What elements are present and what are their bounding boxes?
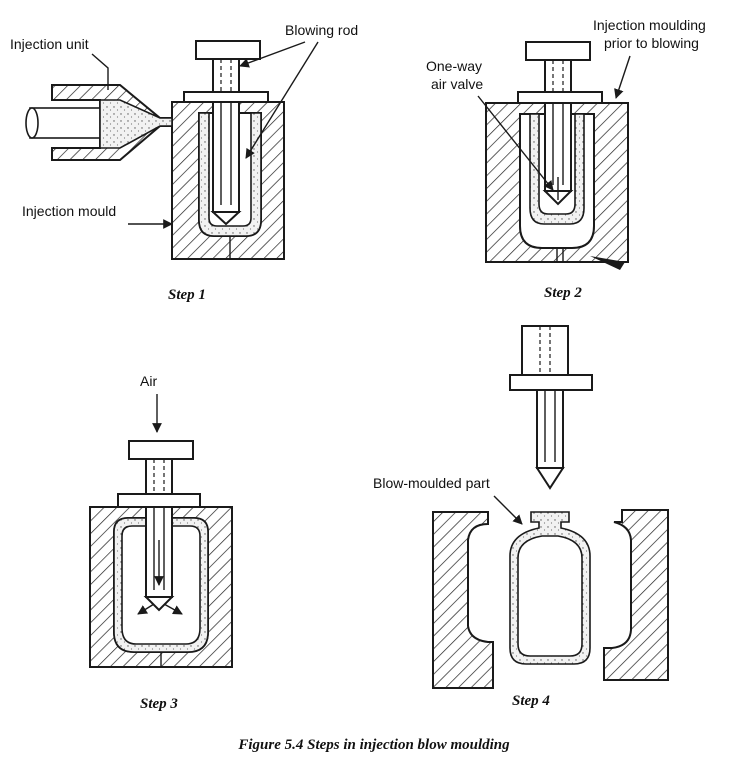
step1-diagram (25, 40, 285, 260)
step2-diagram (485, 41, 629, 270)
label-injection-unit: Injection unit (10, 36, 89, 52)
label-injection-moulding-2: prior to blowing (604, 35, 699, 51)
step4-right-mould-half (603, 509, 669, 681)
step3-rod-stem (145, 458, 173, 496)
step2-rod-cap (525, 41, 591, 61)
step1-rod-cap (195, 40, 261, 60)
step2-parison (529, 113, 585, 225)
label-injection-moulding-1: Injection moulding (593, 17, 706, 33)
step2-blow-mould (485, 102, 629, 263)
step2-rod-stem (544, 59, 572, 97)
step3-blown-part (113, 517, 209, 653)
step1-rod-stem (212, 58, 240, 96)
injection-barrel (29, 107, 101, 139)
step4-left-mould-half (432, 511, 494, 689)
step3-rod-cap (128, 440, 194, 460)
step1-rod-shaft (212, 101, 240, 213)
step4-blow-moulded-part (509, 511, 591, 665)
step3-rod-flange (117, 493, 201, 508)
figure-caption: Figure 5.4 Steps in injection blow mould… (237, 737, 510, 753)
label-injection-mould: Injection mould (22, 203, 116, 219)
step3-label: Step 3 (140, 696, 178, 712)
step3-diagram (89, 440, 233, 668)
label-blowing-rod: Blowing rod (285, 22, 358, 38)
step2-label: Step 2 (544, 285, 582, 301)
step1-rod-flange (183, 91, 269, 103)
label-blow-moulded-part: Blow-moulded part (373, 475, 490, 491)
step4-rod-cap (521, 325, 569, 376)
step4-rod-shaft (536, 389, 564, 469)
step4-label: Step 4 (512, 693, 550, 709)
step2-rod-flange (517, 91, 603, 104)
label-air: Air (140, 373, 157, 389)
step4-diagram (432, 325, 669, 689)
step1-parison (198, 112, 262, 237)
step1-label: Step 1 (168, 287, 206, 303)
step4-rod-flange (509, 374, 593, 391)
label-one-way-2: air valve (431, 76, 483, 92)
label-one-way-1: One-way (426, 58, 482, 74)
